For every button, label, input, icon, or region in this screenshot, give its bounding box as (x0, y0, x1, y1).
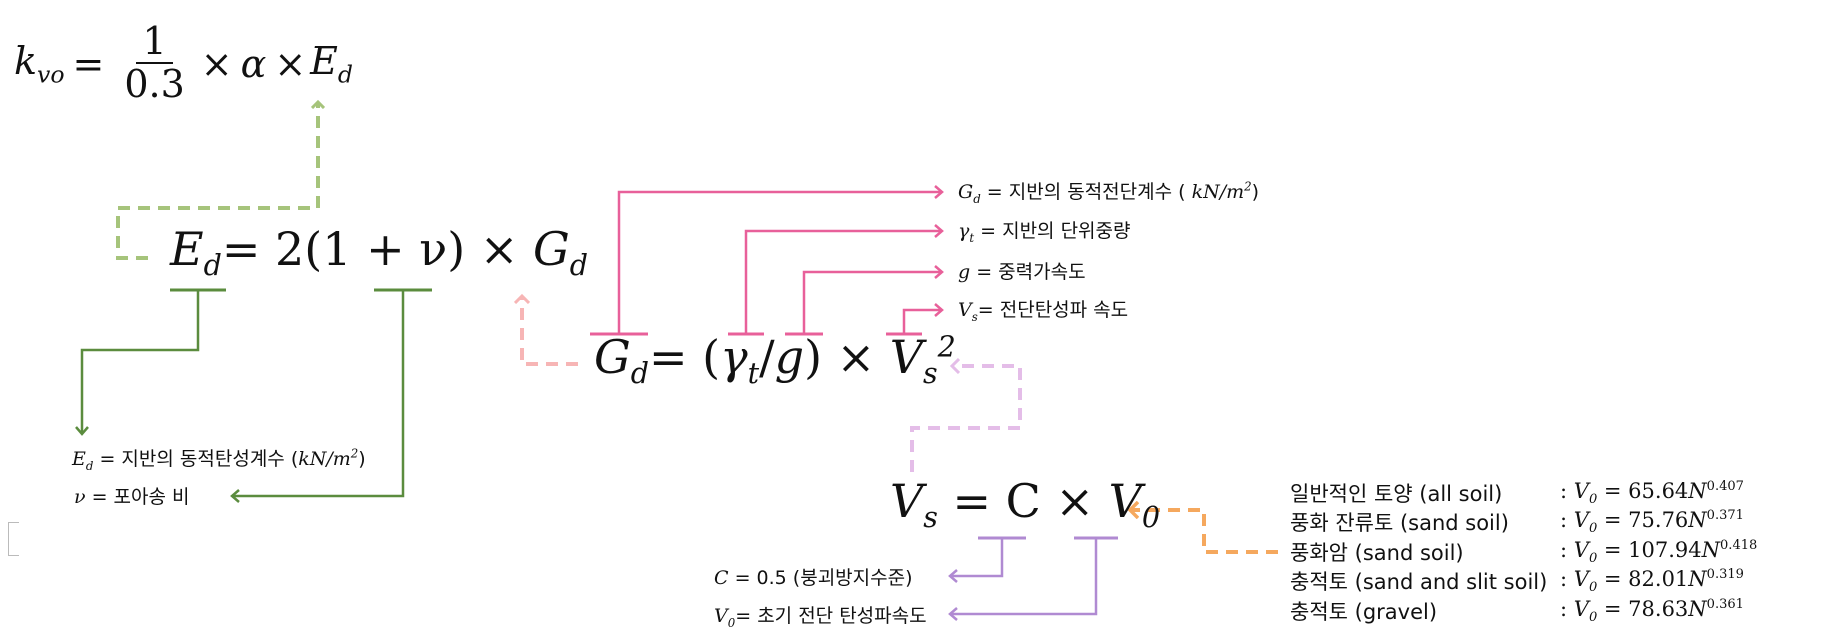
def-ed-close: ) (358, 448, 366, 470)
def-g-text: = 중력가속도 (970, 261, 1086, 283)
kvo-times-2: × (274, 41, 307, 86)
equation-gd: Gd= (γt/g) × Vs2 (594, 330, 956, 390)
definition-nu: ν = 포아송 비 (74, 482, 190, 509)
def-v0-symbol: V0 (714, 605, 736, 630)
soil-formula: : V0 = 82.01N0.319 (1560, 567, 1744, 596)
definition-vs: Vs= 전단탄성파 속도 (958, 295, 1128, 324)
definition-g: g = 중력가속도 (958, 257, 1086, 284)
def-gd-close: ) (1251, 181, 1260, 203)
definition-gamma: γt = 지반의 단위중량 (958, 216, 1131, 245)
ed-gd: Gd (533, 222, 589, 283)
gd-eq: = ( (649, 330, 721, 384)
def-gamma-text: = 지반의 단위중량 (974, 220, 1131, 242)
gd-g: g (774, 330, 805, 384)
gd-symbol: Gd (594, 330, 650, 391)
connector-v0-to-definition (948, 538, 1098, 621)
soil-exp: 0.371 (1706, 508, 1744, 524)
soil-row: 일반적인 토양 (all soil) : V0 = 65.64N0.407 (1290, 478, 1790, 508)
equation-kvo: kvo = 1 0.3 × α × Ed (14, 21, 353, 106)
def-c-symbol: C (714, 567, 729, 589)
gd-slash: / (759, 330, 775, 384)
equation-vs: Vs = C × V0 (890, 474, 1160, 534)
kvo-times-1: × (200, 41, 233, 86)
connector-nu-to-definition (230, 290, 405, 503)
ed-symbol: Ed (170, 222, 222, 283)
soil-coef: 65.64 (1628, 478, 1689, 503)
kvo-ed: Ed (310, 39, 353, 89)
soil-name: 충적토 (sand and slit soil) (1290, 570, 1548, 595)
gd-vs2: Vs2 (889, 330, 956, 391)
connector-gd-to-definition (617, 185, 944, 334)
def-g-symbol: g (958, 261, 971, 283)
ed-rhs: = 2(1 + ν) × (221, 222, 533, 276)
soil-coef: 107.94 (1628, 537, 1702, 562)
edge-mark (8, 522, 19, 556)
connector-ed-to-definition (75, 290, 200, 436)
gd-close: ) × (804, 330, 890, 384)
vs-symbol: Vs (890, 474, 938, 535)
def-nu-text: = 포아송 비 (85, 486, 190, 508)
equation-ed: Ed= 2(1 + ν) × Gd (170, 222, 588, 282)
kvo-fraction: 1 0.3 (118, 21, 190, 106)
soil-formula: : V0 = 78.63N0.361 (1560, 596, 1744, 625)
soil-exp: 0.418 (1720, 537, 1758, 553)
def-c-text: = 0.5 (붕괴방지수준) (728, 567, 913, 589)
kvo-denominator: 0.3 (124, 61, 185, 106)
soil-name: 풍화 잔류토 (sand soil) (1290, 511, 1509, 536)
connector-gamma-to-definition (744, 224, 944, 334)
connector-g-to-definition (802, 265, 944, 334)
kvo-alpha: α (240, 41, 267, 86)
connector-c-to-definition (948, 538, 1004, 583)
def-gd-text: = 지반의 동적전단계수 ( (980, 181, 1192, 203)
def-v0-text: = 초기 전단 탄성파속도 (735, 605, 927, 627)
soil-row: 풍화 잔류토 (sand soil) : V0 = 75.76N0.371 (1290, 508, 1790, 538)
soil-row: 풍화암 (sand soil) : V0 = 107.94N0.418 (1290, 537, 1790, 567)
soil-exp: 0.319 (1706, 567, 1744, 583)
soil-formula: : V0 = 75.76N0.371 (1560, 508, 1744, 537)
kvo-symbol: kvo (14, 39, 65, 89)
definition-v0: V0= 초기 전단 탄성파속도 (714, 601, 927, 630)
soil-coef: 82.01 (1628, 567, 1689, 592)
def-vs-symbol: Vs (958, 299, 978, 324)
soil-coef: 75.76 (1628, 508, 1689, 533)
def-ed-symbol: Ed (72, 448, 94, 473)
def-ed-unit: kN/m2 (298, 446, 359, 470)
soil-formula: : V0 = 65.64N0.407 (1560, 478, 1744, 507)
def-gd-symbol: Gd (958, 181, 981, 206)
connector-gd-to-ed-equation (522, 296, 578, 366)
soil-coef: 78.63 (1628, 596, 1689, 621)
def-gd-unit: kN/m2 (1191, 179, 1252, 203)
soil-exp: 0.407 (1706, 478, 1744, 494)
connector-vs-to-gd-equation (910, 366, 1022, 472)
def-gamma-symbol: γt (958, 220, 975, 245)
def-nu-symbol: ν (74, 486, 86, 508)
definition-gd: Gd = 지반의 동적전단계수 ( kN/m2) (958, 177, 1259, 206)
definition-c: C = 0.5 (붕괴방지수준) (714, 563, 913, 590)
vs-mid: = C × (937, 474, 1109, 528)
definition-ed: Ed = 지반의 동적탄성계수 (kN/m2) (72, 444, 366, 473)
vs-v0: V0 (1108, 474, 1161, 535)
soil-row: 충적토 (gravel) : V0 = 78.63N0.361 (1290, 596, 1790, 626)
kvo-numerator: 1 (136, 21, 173, 64)
soil-name: 풍화암 (sand soil) (1290, 540, 1464, 565)
soil-formula: : V0 = 107.94N0.418 (1560, 537, 1758, 566)
kvo-equals: = (72, 41, 105, 86)
soil-exp: 0.361 (1706, 596, 1744, 612)
connector-vs-to-definition (902, 303, 944, 334)
def-ed-text: = 지반의 동적탄성계수 ( (93, 448, 299, 470)
soil-name: 충적토 (gravel) (1290, 599, 1438, 624)
def-vs-text: = 전단탄성파 속도 (977, 299, 1129, 321)
gd-gamma: γt (720, 330, 760, 391)
soil-row: 충적토 (sand and slit soil) : V0 = 82.01N0.3… (1290, 567, 1790, 597)
soil-name: 일반적인 토양 (all soil) (1290, 481, 1503, 506)
connector-ed-to-kvo (116, 102, 318, 260)
